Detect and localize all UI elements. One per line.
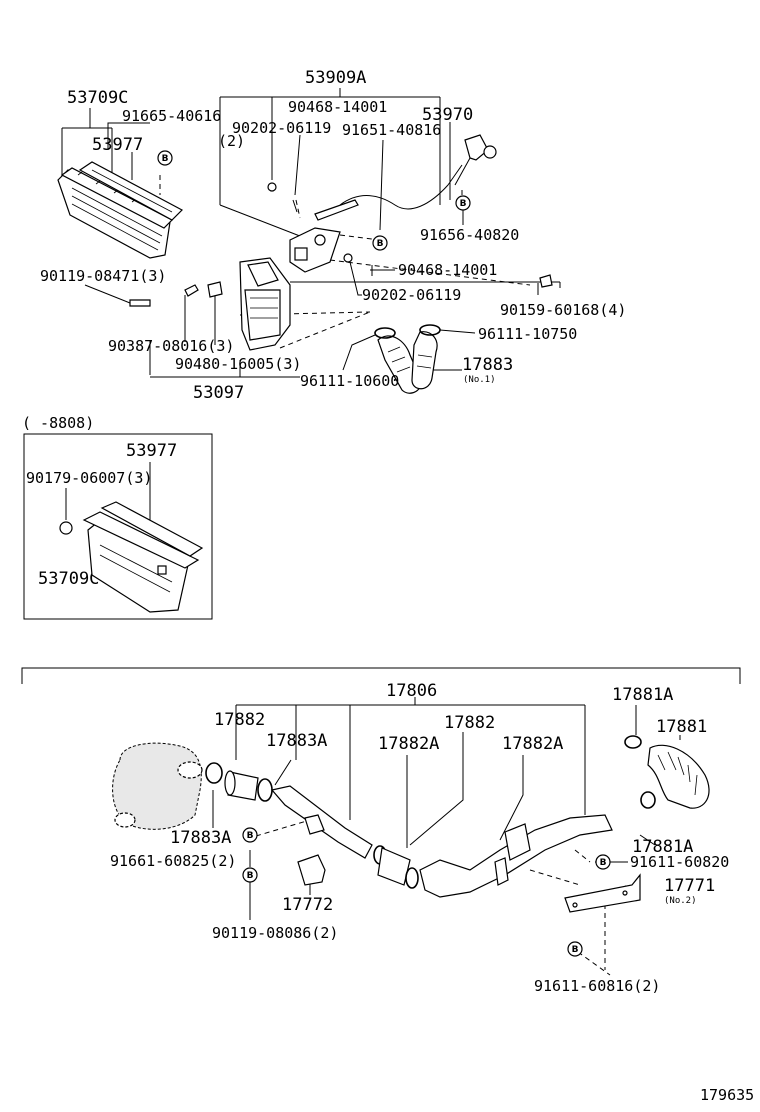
- b-marker: B: [157, 150, 173, 166]
- shutter-plate-53709C: [57, 167, 174, 259]
- part-number-label: 90119-08086(2): [212, 924, 338, 942]
- part-number-label: 90119-08471(3): [40, 267, 166, 285]
- inset-seal: [82, 511, 200, 569]
- part-number-label: 91611-60816(2): [534, 977, 660, 995]
- part-number-label: 53709C: [67, 88, 128, 108]
- bracket-17771: [564, 873, 641, 913]
- part-number-label: 17882A: [502, 734, 563, 754]
- part-number-label: 17881: [656, 717, 707, 737]
- part-number-label: 53709C: [38, 569, 99, 589]
- part-quantity-label: (2): [218, 132, 245, 150]
- b-marker-label: B: [600, 858, 607, 868]
- part-number-label: 53909A: [305, 68, 366, 88]
- part-number-label: 91611-60820: [630, 853, 729, 871]
- part-number-label: 53097: [193, 383, 244, 403]
- b-marker-label: B: [377, 239, 384, 249]
- part-number-label: 90159-60168(4): [500, 301, 626, 319]
- upper-hardware: [129, 182, 553, 307]
- part-number-label: 90387-08016(3): [108, 337, 234, 355]
- part-number-label: 90202-06119: [362, 286, 461, 304]
- lower-assembly: B B B B 17806 17881A 17882 17882 17883A …: [21, 667, 741, 995]
- part-number-label: 90480-16005(3): [175, 355, 301, 373]
- part-note-label: (No.2): [664, 896, 697, 906]
- b-marker: B: [567, 941, 583, 957]
- clamp-17882A-2: [405, 867, 419, 889]
- part-number-label: 53977: [126, 441, 177, 461]
- b-marker: B: [242, 867, 258, 883]
- b-marker-label: B: [247, 831, 254, 841]
- b-marker: B: [372, 235, 388, 251]
- part-number-label: 17882A: [378, 734, 439, 754]
- section-separator: [21, 667, 741, 684]
- control-cable-53970: [339, 134, 497, 210]
- pipe-17806: [270, 785, 373, 859]
- part-number-label: 91665-40616: [122, 107, 221, 125]
- inset-range-label: ( -8808): [22, 414, 94, 432]
- b-marker-label: B: [162, 154, 169, 164]
- part-number-label: 17771: [664, 876, 715, 896]
- figure-number: 179635: [700, 1086, 754, 1104]
- part-number-label: 90179-06007(3): [26, 469, 152, 487]
- inset-nut: [59, 521, 73, 535]
- seal-53977: [78, 161, 183, 221]
- part-number-label: 90202-06119: [232, 119, 331, 137]
- part-number-label: 53970: [422, 105, 473, 125]
- part-number-label: 90468-14001: [288, 98, 387, 116]
- clamp-17883A-2: [257, 778, 273, 802]
- b-marker: B: [455, 195, 471, 211]
- clamp-17881A: [624, 735, 642, 749]
- part-number-label: 17882: [444, 713, 495, 733]
- part-number-label: 17883A: [266, 731, 327, 751]
- part-number-label: 17772: [282, 895, 333, 915]
- part-number-label: 96111-10600: [300, 372, 399, 390]
- inset-variant: ( -8808) 53977 90179-06007(3) 53709C: [22, 414, 213, 620]
- part-number-label: 17881A: [632, 837, 693, 857]
- part-number-label: 17882: [214, 710, 265, 730]
- clamp-17883A: [205, 762, 223, 784]
- bracket-17772: [297, 854, 326, 886]
- lower-leader-lines: [212, 697, 681, 976]
- b-marker: B: [595, 854, 611, 870]
- part-number-label: 17883: [462, 355, 513, 375]
- actuator-bracket: [289, 199, 359, 273]
- part-number-label: 17806: [386, 681, 437, 701]
- b-marker-label: B: [460, 199, 467, 209]
- b-marker-label: B: [247, 871, 254, 881]
- part-number-label: 17881A: [612, 685, 673, 705]
- part-number-label: 53977: [92, 135, 143, 155]
- b-marker: B: [242, 827, 258, 843]
- part-note-label: (No.1): [463, 375, 496, 385]
- part-number-label: 17883A: [170, 828, 231, 848]
- duct-housing-53097: [239, 257, 291, 351]
- upper-assembly: B B B 53909A 53709C 91665-40616 (2) 9046…: [40, 68, 626, 403]
- compressor-housing: [112, 742, 203, 830]
- part-number-label: 90468-14001: [398, 261, 497, 279]
- clamp-17881A-2: [640, 791, 656, 809]
- hose-17883: [374, 324, 441, 394]
- part-number-label: 91661-60825(2): [110, 852, 236, 870]
- hose-17882: [377, 847, 411, 886]
- b-marker-label: B: [572, 945, 579, 955]
- inset-frame: [23, 433, 213, 620]
- part-number-label: 91651-40816: [342, 121, 441, 139]
- hose-17881: [647, 744, 710, 809]
- part-number-label: 96111-10750: [478, 325, 577, 343]
- part-number-label: 91656-40820: [420, 226, 519, 244]
